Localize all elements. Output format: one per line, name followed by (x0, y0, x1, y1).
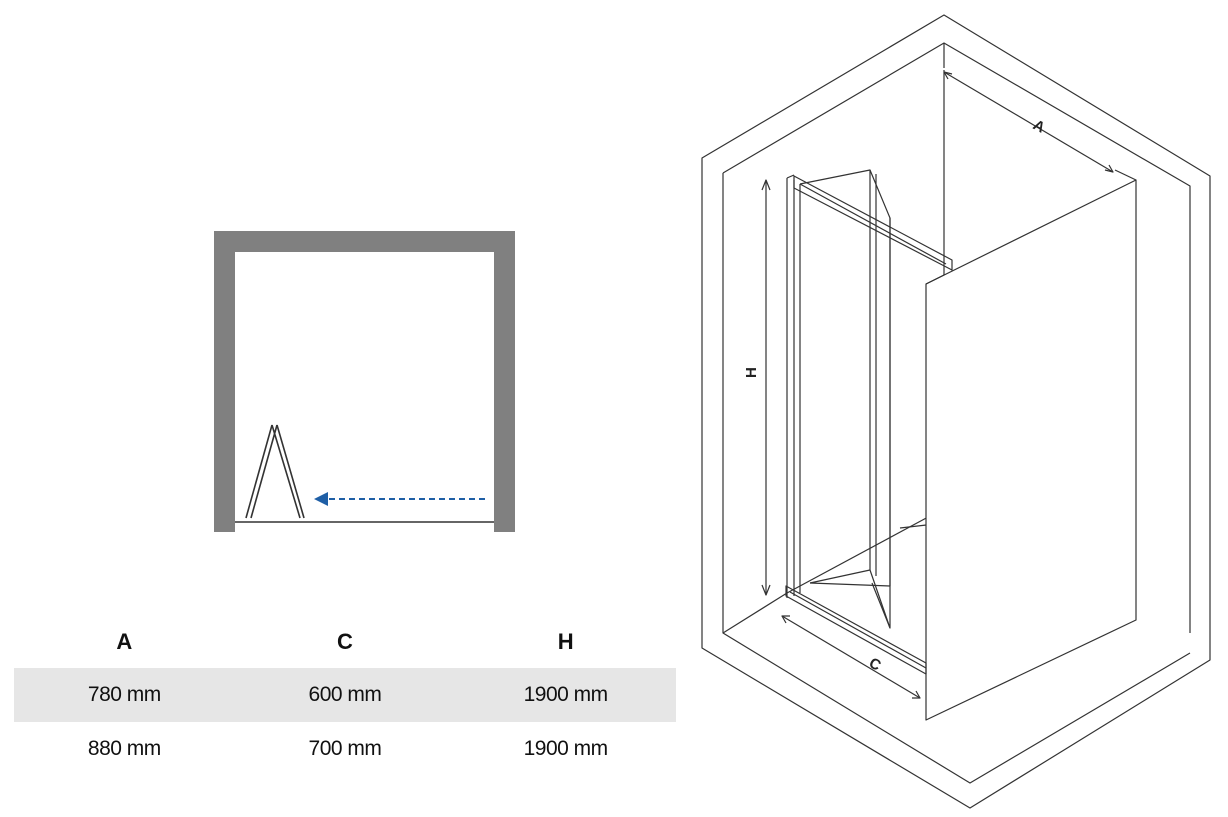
cell-c: 600 mm (234, 668, 456, 722)
cell-a: 880 mm (87, 737, 161, 760)
floor-edges (722, 592, 788, 634)
table-header-row: A C H (14, 616, 676, 668)
dimension-table: A C H 780 mm 600 mm 1900 mm 880 mm 700 m… (14, 616, 676, 776)
label-a: A (1030, 117, 1048, 137)
height-dimension (761, 179, 771, 596)
plan-view-diagram (214, 231, 515, 532)
width-a-dimension (943, 71, 1114, 173)
back-wall-edges (722, 42, 1191, 633)
table-row: 780 mm 600 mm 1900 mm (14, 668, 676, 722)
cell-h: 1900 mm (523, 737, 609, 760)
table-row: 880 mm 700 mm 1900 mm (14, 722, 676, 776)
cell-c: 700 mm (308, 737, 382, 760)
header-h: H (557, 629, 574, 654)
folded-door-leaves (799, 169, 891, 629)
door-frame (785, 174, 953, 675)
folding-direction-arrow (314, 492, 485, 506)
room-outline (701, 14, 1211, 809)
header-c: C (337, 629, 353, 654)
side-wall-panel[interactable] (925, 179, 1137, 721)
cell-a: 780 mm (14, 668, 235, 722)
folded-door-icon (245, 424, 305, 519)
header-a: A (116, 629, 133, 654)
width-c-dimension (781, 615, 921, 699)
cell-h: 1900 mm (455, 668, 676, 722)
isometric-view-diagram: A H C (701, 14, 1211, 809)
label-c: C (866, 655, 884, 675)
label-h: H (743, 367, 760, 378)
